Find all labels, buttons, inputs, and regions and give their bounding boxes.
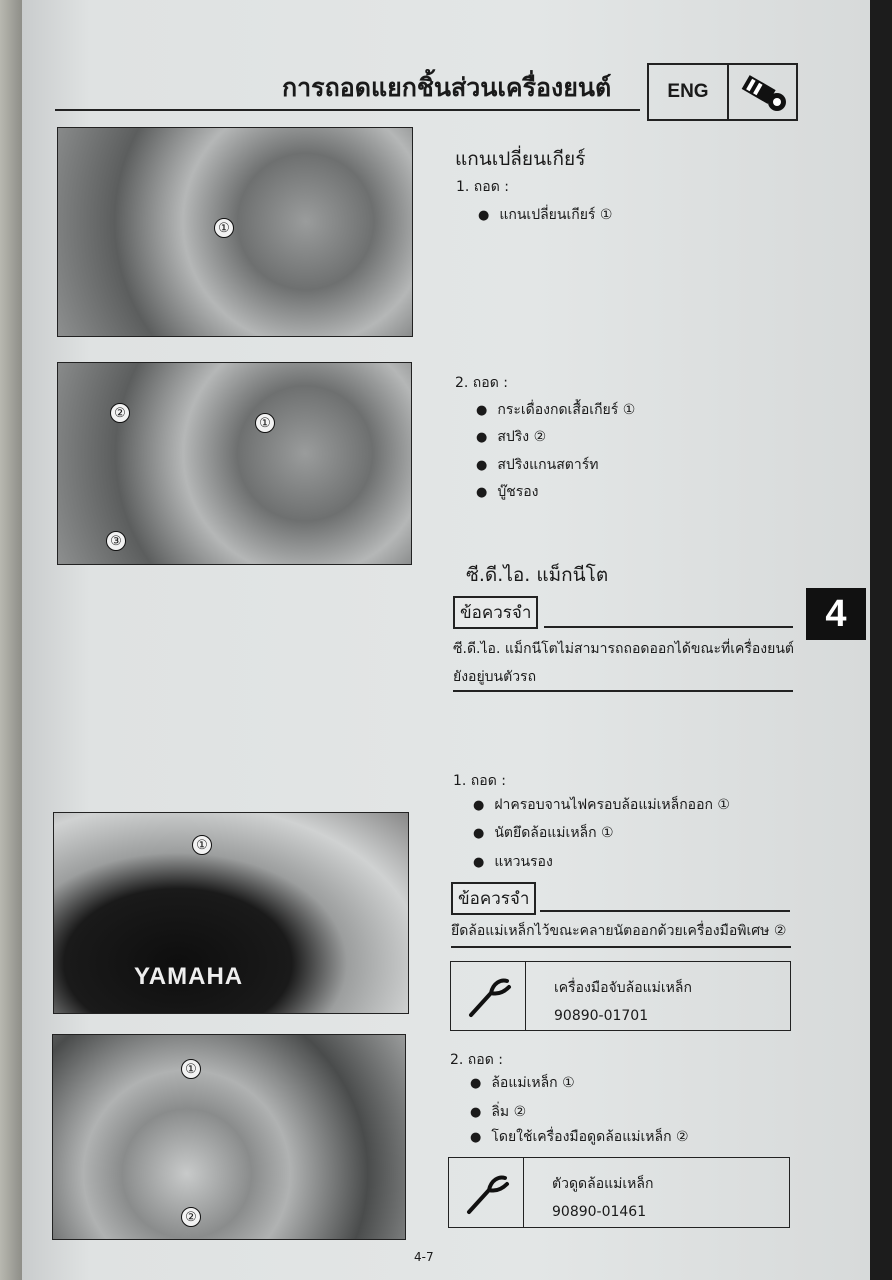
- list-item: แหวนรอง: [473, 851, 552, 873]
- chapter-tab: 4: [806, 588, 866, 640]
- binding-edge: [0, 0, 22, 1280]
- note-label: ข้อควรจำ: [453, 596, 539, 629]
- photo-shift-lever: ② ① ③: [57, 362, 412, 565]
- callout: ①: [181, 1059, 201, 1079]
- callout: ②: [181, 1207, 201, 1227]
- step-label: 2. ถอด :: [455, 375, 508, 391]
- tool-part-number: 90890-01461: [552, 1204, 647, 1220]
- section-badge: ENG: [647, 63, 798, 121]
- photo-magneto-cover: ① YAMAHA: [53, 812, 409, 1014]
- note-text: ยึดล้อแม่เหล็กไว้ขณะคลายนัตออกด้วยเครื่อ…: [451, 923, 787, 939]
- special-tool-box: ตัวดูดล้อแม่เหล็ก 90890-01461: [448, 1157, 790, 1228]
- callout: ③: [106, 531, 126, 551]
- step-label: 1. ถอด :: [456, 179, 509, 195]
- step-label: 1. ถอด :: [453, 773, 506, 789]
- list-item: โดยใช้เครื่องมือดูดล้อแม่เหล็ก ②: [470, 1126, 688, 1148]
- list-item: ลิ่ม ②: [470, 1101, 526, 1123]
- callout: ①: [255, 413, 275, 433]
- list-item: ฝาครอบจานไฟครอบล้อแม่เหล็กออก ①: [473, 794, 730, 816]
- divider: [453, 690, 793, 692]
- divider: [544, 626, 793, 628]
- puller-tool-icon: [449, 1158, 524, 1227]
- page-number: 4-7: [414, 1250, 434, 1264]
- tool-name: เครื่องมือจับล้อแม่เหล็ก: [554, 980, 692, 996]
- tool-name: ตัวดูดล้อแม่เหล็ก: [552, 1176, 654, 1192]
- list-item: สปริงแกนสตาร์ท: [476, 454, 598, 476]
- title-underline: [55, 109, 640, 111]
- step-label: 2. ถอด :: [450, 1052, 503, 1068]
- list-item: นัตยึดล้อแม่เหล็ก ①: [473, 822, 613, 844]
- photo-shift-shaft: ①: [57, 127, 413, 337]
- list-item: ล้อแม่เหล็ก ①: [470, 1072, 574, 1094]
- list-item: กระเดื่องกดเสื้อเกียร์ ①: [476, 399, 635, 421]
- special-tool-box: เครื่องมือจับล้อแม่เหล็ก 90890-01701: [450, 961, 791, 1031]
- callout: ①: [192, 835, 212, 855]
- divider: [540, 910, 790, 912]
- section-heading: ซี.ดี.ไอ. แม็กนีโต: [466, 564, 609, 586]
- section-heading: แกนเปลี่ยนเกียร์: [455, 148, 586, 170]
- engine-piston-icon: [729, 65, 796, 119]
- list-item: บู๊ชรอง: [476, 481, 538, 503]
- eng-label: ENG: [649, 65, 729, 119]
- note-text: ซี.ดี.ไอ. แม็กนีโตไม่สามารถถอดออกได้ขณะท…: [453, 641, 795, 657]
- list-item: สปริง ②: [476, 426, 546, 448]
- tool-part-number: 90890-01701: [554, 1008, 649, 1024]
- wrench-tool-icon: [451, 962, 526, 1030]
- photo-rotor: ① ②: [52, 1034, 406, 1240]
- yamaha-logo: YAMAHA: [134, 963, 244, 990]
- note-label: ข้อควรจำ: [451, 882, 537, 915]
- callout: ①: [214, 218, 234, 238]
- note-text: ยังอยู่บนตัวรถ: [453, 669, 537, 685]
- callout: ②: [110, 403, 130, 423]
- page-title: การถอดแยกชิ้นส่วนเครื่องยนต์: [282, 73, 612, 102]
- divider: [451, 946, 791, 948]
- list-item: แกนเปลี่ยนเกียร์ ①: [478, 204, 612, 226]
